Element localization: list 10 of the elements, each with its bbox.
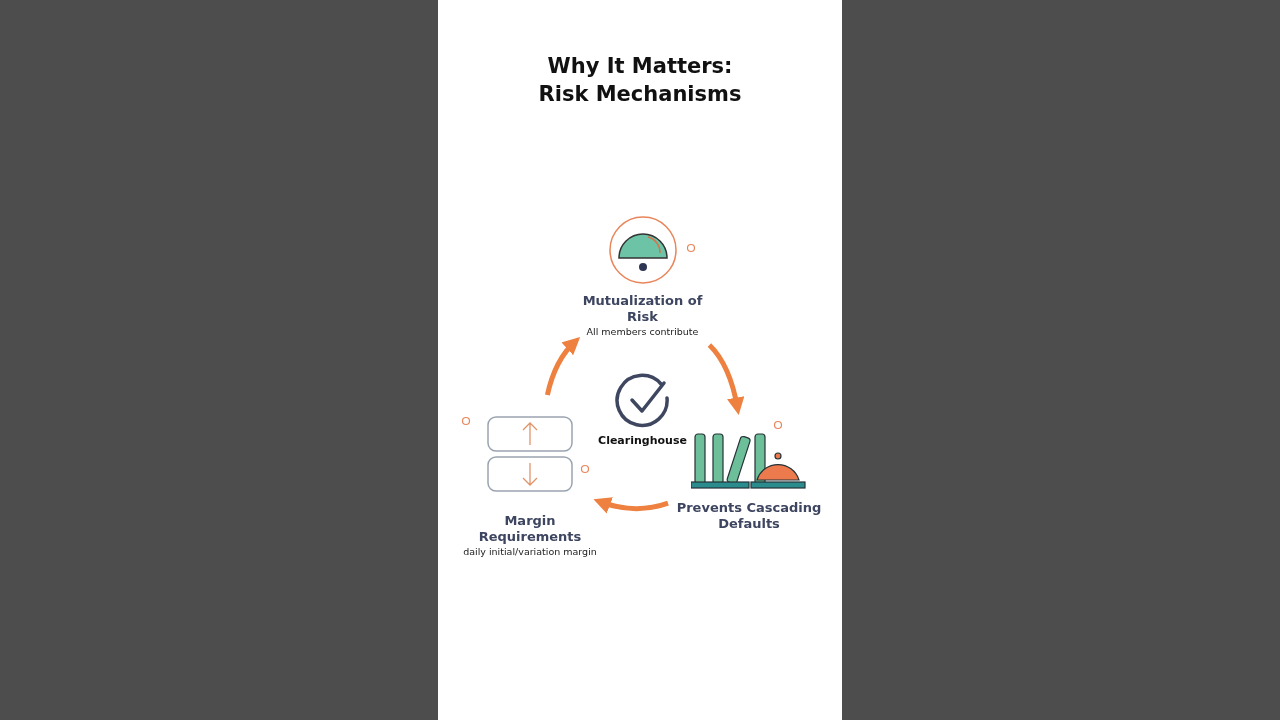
step-title: Mutualization of Risk <box>581 293 704 325</box>
arrow <box>593 496 669 514</box>
arrow <box>707 343 745 415</box>
step-description: All members contribute <box>586 326 699 338</box>
step-description: daily initial/variation margin <box>463 546 597 558</box>
arrow <box>544 336 580 396</box>
hub-label: Clearinghouse <box>598 434 687 448</box>
title: Why It Matters: Risk Mechanisms <box>537 53 743 108</box>
step-title: Margin Requirements <box>477 513 583 545</box>
step-title: Prevents Cascading Defaults <box>675 500 823 532</box>
